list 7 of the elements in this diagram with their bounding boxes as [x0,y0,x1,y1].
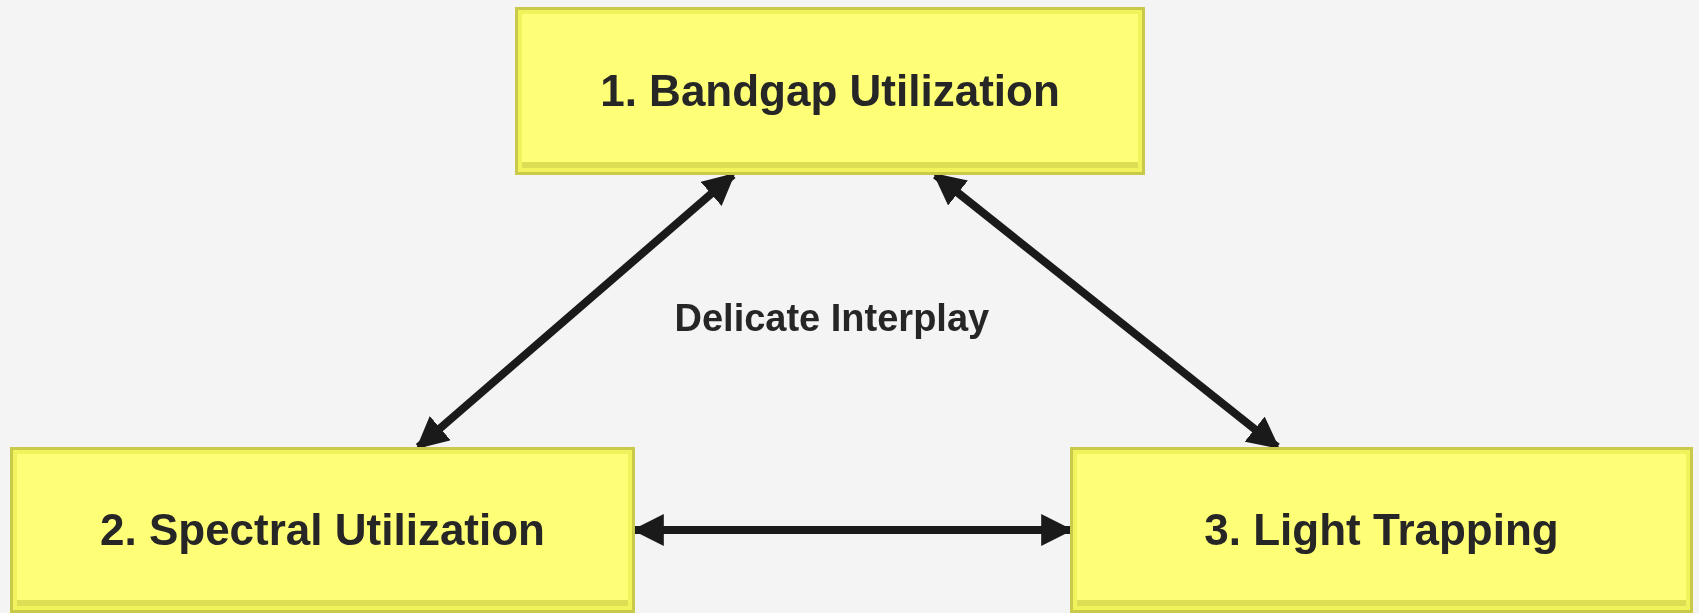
box-label: 3. Light Trapping [1204,505,1559,555]
center-label: Delicate Interplay [674,296,990,340]
box-label: 2. Spectral Utilization [100,505,545,555]
process-box [515,7,1145,175]
process-box [10,447,635,613]
process-box [1070,447,1693,613]
box-label: 1. Bandgap Utilization [600,66,1060,116]
